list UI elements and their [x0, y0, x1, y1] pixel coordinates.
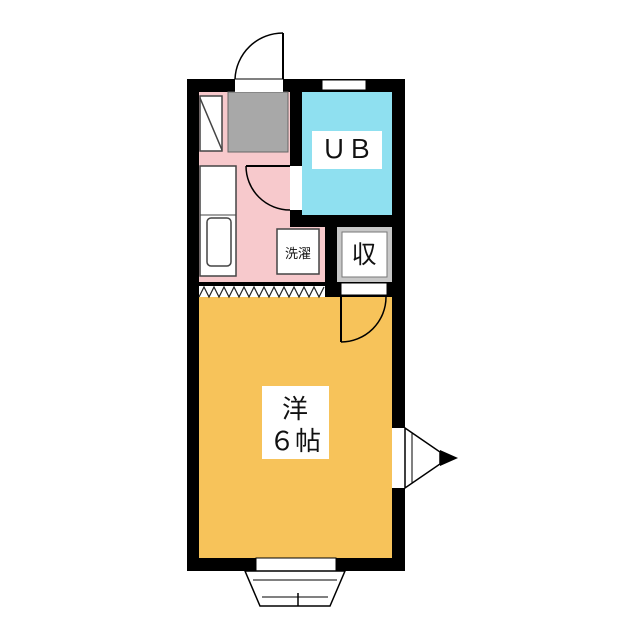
wall-kitchen-bottom	[199, 282, 325, 286]
inner-door-arc	[245, 165, 291, 211]
balcony-window-opening	[255, 557, 337, 572]
bath-label: ＵＢ	[321, 135, 373, 165]
western-label-bg	[262, 386, 329, 459]
storage-door-arc	[340, 296, 387, 343]
balcony-bay	[243, 570, 347, 607]
storage-label: 収	[351, 240, 376, 269]
storage-door-opening	[340, 282, 388, 296]
sink	[206, 217, 232, 267]
side-window-arrow	[440, 450, 458, 466]
shoe-cabinet-diagonal	[199, 97, 223, 151]
bath-label-bg	[312, 131, 382, 169]
entrance-floor	[227, 91, 289, 153]
laundry-space	[276, 228, 320, 275]
wall-bath-bottom	[290, 215, 392, 227]
inner-door-opening	[290, 166, 302, 210]
side-bay-window	[404, 426, 441, 490]
wall-storage-left	[325, 215, 337, 290]
threshold-zigzag	[198, 285, 325, 299]
western-label-size: ６帖	[269, 427, 321, 457]
laundry-label: 洗濯	[285, 247, 311, 262]
storage-inner	[341, 231, 388, 278]
bath-window	[321, 79, 367, 91]
side-window-opening	[392, 428, 405, 488]
entrance-door-arc	[234, 32, 284, 80]
western-label-type: 洋	[282, 395, 308, 425]
entrance-opening	[235, 79, 283, 92]
